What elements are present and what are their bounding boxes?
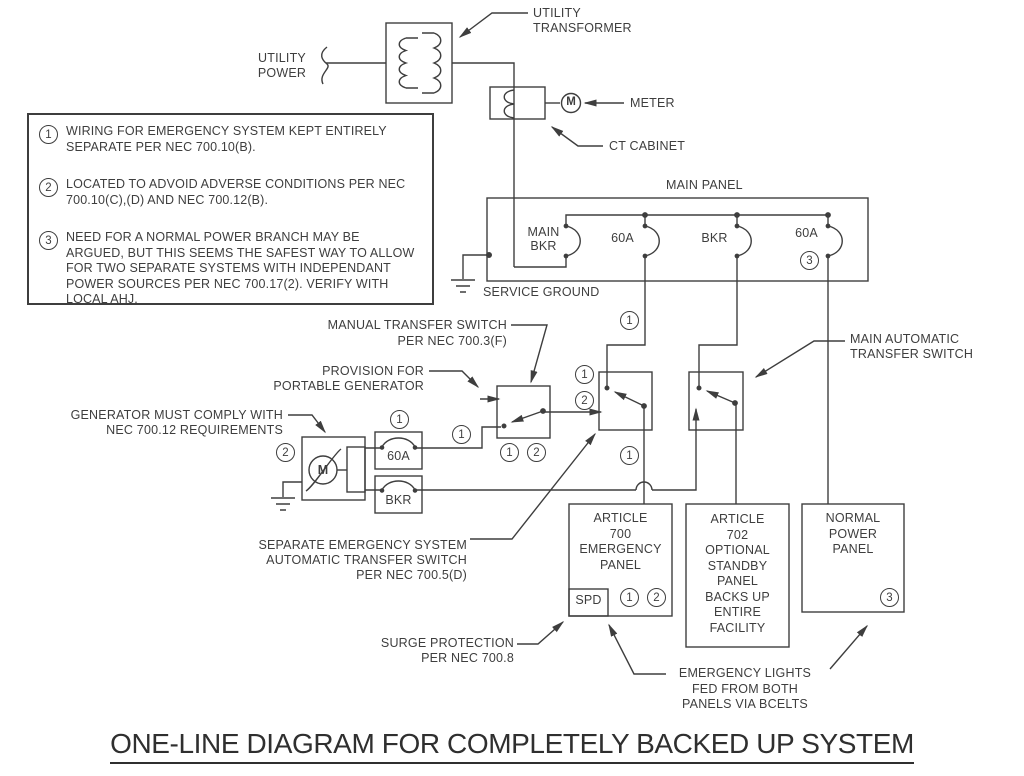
provision-portable-generator-label: PROVISION FOR PORTABLE GENERATOR [273,364,424,393]
leader-lines-top [458,12,603,147]
note-item-1: 1 WIRING FOR EMERGENCY SYSTEM KEPT ENTIR… [39,124,422,155]
gen-bkr-breaker-label: BKR [385,493,412,507]
main-ats-symbol [688,371,744,504]
note-2-marker: 2 [39,178,58,197]
emergency-ats-symbol [598,371,653,504]
ref-1-gen-60a: 1 [390,410,409,429]
ref-3-normal-panel: 3 [880,588,899,607]
meter-letter: M [566,96,576,108]
generator-letter: M [317,463,329,477]
manual-transfer-switch-label: MANUAL TRANSFER SWITCH PER NEC 700.3(F) [327,318,507,348]
meter-label: METER [630,96,675,110]
leader-lines-bottom [288,324,868,675]
utility-transformer-label: UTILITY TRANSFORMER [533,6,632,35]
branch-bkr-label: BKR [701,231,728,245]
note-item-3: 3 NEED FOR A NORMAL POWER BRANCH MAY BE … [39,230,422,308]
article-702-panel-label: ARTICLE 702 OPTIONAL STANDBY PANEL BACKS… [705,512,770,635]
generator-comply-label: GENERATOR MUST COMPLY WITH NEC 700.12 RE… [70,408,283,437]
service-ground-label: SERVICE GROUND [483,285,600,299]
note-1-text: WIRING FOR EMERGENCY SYSTEM KEPT ENTIREL… [66,124,387,154]
ref-1-ats1-out: 1 [620,446,639,465]
meter-symbol [545,92,624,114]
service-ground-symbol [451,251,493,293]
ref-1-feeder: 1 [620,311,639,330]
utility-power-label: UTILITY POWER [257,51,307,80]
spd-label: SPD [575,593,602,607]
separate-emergency-ats-label: SEPARATE EMERGENCY SYSTEM AUTOMATIC TRAN… [258,538,467,582]
ref-1-ats1: 1 [575,365,594,384]
emergency-lights-label: EMERGENCY LIGHTS FED FROM BOTH PANELS VI… [678,666,812,711]
panel-boxes [568,503,905,648]
panel-feeders [606,256,829,504]
generator-60a-breaker [365,431,423,470]
note-1-marker: 1 [39,125,58,144]
ref-2-generator: 2 [276,443,295,462]
ref-2-panel-700: 2 [647,588,666,607]
ref-1-panel-700: 1 [620,588,639,607]
main-panel-box [486,197,869,282]
manual-transfer-switch-symbol [415,385,603,449]
article-700-panel-label: ARTICLE 700 EMERGENCY PANEL [579,511,662,572]
generator-bkr-breaker [365,430,697,514]
surge-protection-label: SURGE PROTECTION PER NEC 700.8 [380,636,514,665]
ref-1-mts: 1 [500,443,519,462]
utility-transformer-symbol [385,22,515,267]
ct-cabinet-label: CT CABINET [609,139,686,153]
branch-60a-3-label: 60A [795,226,818,240]
note-3-marker: 3 [39,231,58,250]
gen-60a-breaker-label: 60A [387,449,410,463]
note-item-2: 2 LOCATED TO ADVOID ADVERSE CONDITIONS P… [39,177,422,208]
utility-power-feed [321,46,386,85]
main-bkr-label: MAIN BKR [527,225,560,253]
notes-box: 1 WIRING FOR EMERGENCY SYSTEM KEPT ENTIR… [27,113,434,308]
ref-1-gen-wire: 1 [452,425,471,444]
diagram-title: ONE-LINE DIAGRAM FOR COMPLETELY BACKED U… [62,728,962,764]
ref-2-ats1: 2 [575,391,594,410]
ct-cabinet-symbol [489,86,546,120]
main-panel-label: MAIN PANEL [666,178,743,192]
note-3-text: NEED FOR A NORMAL POWER BRANCH MAY BE AR… [66,230,415,306]
note-2-text: LOCATED TO ADVOID ADVERSE CONDITIONS PER… [66,177,406,207]
branch-60a-label: 60A [611,231,634,245]
normal-power-panel-label: NORMAL POWER PANEL [825,511,881,556]
ref-3-main-panel: 3 [800,251,819,270]
ref-2-mts: 2 [527,443,546,462]
generator-symbol [271,436,366,511]
main-ats-label: MAIN AUTOMATIC TRANSFER SWITCH [850,332,974,361]
